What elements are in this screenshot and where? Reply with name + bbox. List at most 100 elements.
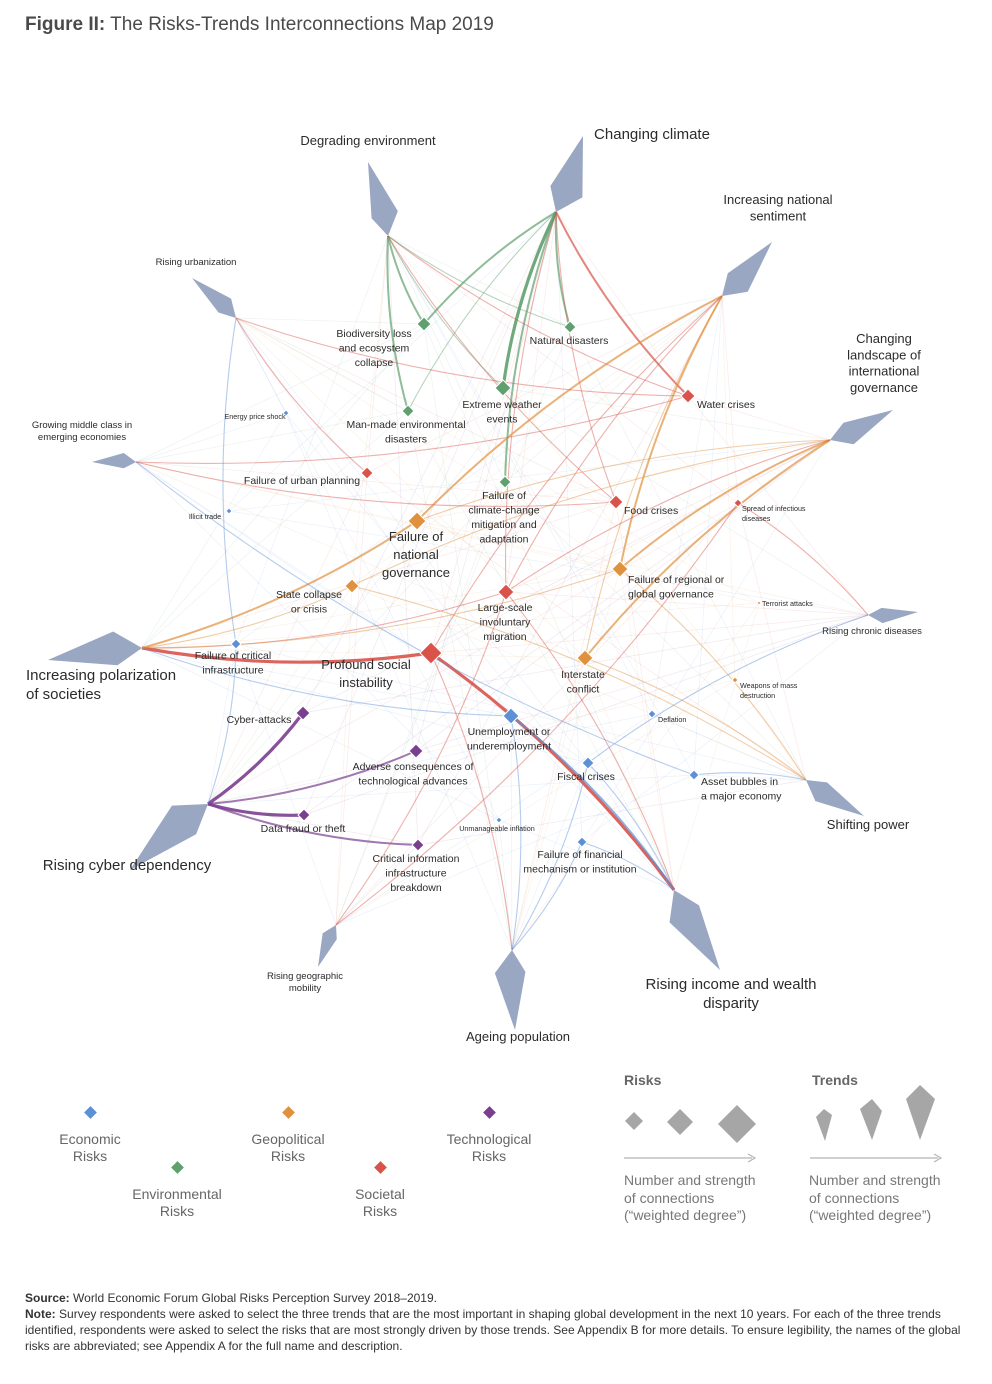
risk-label-biodiversity: Biodiversity loss	[336, 328, 411, 340]
faint-connection-line	[430, 614, 869, 654]
connection-line-climate-extreme	[501, 211, 558, 389]
connection-line-governance-natgov	[416, 439, 831, 522]
connection-lines	[135, 211, 869, 951]
trend-shape-income	[669, 890, 720, 970]
faint-connection-line	[416, 520, 869, 616]
faint-connection-line	[366, 235, 389, 474]
faint-connection-line	[511, 762, 589, 951]
legend-label-economic: Risks	[72, 1148, 108, 1164]
connection-line-climate-migration	[504, 211, 557, 593]
faint-connection-line	[335, 585, 353, 926]
connection-line-polarization-instability	[141, 646, 432, 664]
faint-connection-line	[235, 235, 389, 645]
risk-label-climatefail: mitigation and	[471, 519, 537, 531]
risk-label-infrastructure: infrastructure	[202, 664, 263, 676]
faint-connection-line	[141, 568, 621, 649]
risk-node-regional	[611, 560, 629, 578]
risk-node-cyberattacks	[295, 705, 311, 721]
trend-label-middle: Growing middle class in	[32, 420, 132, 431]
faint-connection-line	[135, 461, 617, 503]
faint-connection-line	[581, 439, 831, 843]
faint-connection-line	[141, 647, 586, 659]
risk-label-climatefail: adaptation	[479, 533, 528, 545]
source-text: World Economic Forum Global Risks Percep…	[73, 1291, 437, 1305]
risk-label-urbanplan: Failure of urban planning	[244, 475, 360, 487]
risk-node-interstate	[576, 649, 594, 667]
trend-label-mobility: Rising geographic	[267, 971, 343, 982]
faint-connection-line	[504, 295, 723, 483]
trend-shape-chronic	[868, 607, 918, 624]
risk-label-assetbubble: a major economy	[701, 790, 782, 802]
connection-line-governance-interstate	[584, 439, 831, 659]
connection-line-environment-food	[387, 235, 617, 503]
faint-connection-line	[693, 295, 723, 776]
connection-line-income-instability	[430, 651, 676, 891]
trend-label-ageing: Ageing population	[466, 1029, 570, 1044]
trend-label-governance: landscape of	[847, 347, 921, 362]
figure-title-text: The Risks-Trends Interconnections Map 20…	[110, 14, 494, 35]
faint-connection-line	[228, 211, 557, 512]
faint-connection-line	[581, 614, 869, 843]
faint-connection-line	[235, 317, 760, 604]
faint-connection-line	[569, 295, 723, 328]
connection-line-income-fiscal	[587, 762, 675, 891]
faint-connection-line	[502, 387, 869, 616]
trend-label-mobility: mobility	[289, 983, 321, 994]
faint-connection-line	[498, 819, 675, 891]
faint-connection-line	[430, 439, 831, 654]
size-scale-legend	[624, 1085, 943, 1163]
risks-legend-title: Risks	[624, 1072, 662, 1088]
faint-connection-line	[387, 235, 506, 483]
faint-connection-line	[207, 774, 695, 805]
connection-line-climate-biodiversity	[423, 211, 557, 325]
faint-connection-line	[207, 585, 353, 805]
faint-connection-line	[498, 819, 513, 951]
risk-label-biodiversity: and ecosystem	[339, 342, 410, 354]
risk-shapes	[225, 316, 762, 852]
legend-label-geopolitical: Risks	[270, 1148, 306, 1164]
risk-node-energy	[282, 409, 290, 417]
connection-line-national-regional	[619, 295, 723, 570]
connection-line-environment-natural	[387, 235, 571, 328]
risk-node-financial	[576, 836, 588, 848]
risk-label-infrastructure: Failure of critical	[195, 650, 271, 662]
trend-label-shifting: Shifting power	[827, 817, 910, 832]
connection-line-urbanization-infrastructure	[222, 317, 237, 645]
connection-line-polarization-unemployment	[141, 647, 512, 717]
faint-connection-line	[207, 502, 739, 805]
risk-label-wmd: Weapons of mass	[740, 681, 798, 690]
risk-label-financial: Failure of financial	[537, 849, 622, 861]
connection-line-mobility-infectious	[335, 502, 739, 926]
risk-node-manmade	[401, 404, 415, 418]
connection-line-governance-regional	[619, 439, 831, 570]
faint-connection-line	[228, 439, 831, 512]
trends-legend-title: Trends	[812, 1072, 858, 1088]
risk-node-infrastructure	[230, 638, 242, 650]
faint-connection-line	[511, 602, 760, 951]
trend-label-environment: Degrading environment	[300, 133, 436, 148]
legend-label-environmental: Risks	[159, 1203, 195, 1219]
connection-line-middle-water	[135, 395, 689, 464]
trends-scale-arrowhead	[933, 1153, 943, 1163]
faint-connection-line	[135, 461, 621, 570]
faint-connection-line	[555, 211, 689, 397]
connection-line-income-financial	[581, 841, 675, 891]
connection-line-governance-migration	[505, 439, 831, 593]
connection-line-income-unemployment	[510, 715, 675, 891]
trend-shape-shifting	[806, 780, 864, 816]
risk-node-techadverse	[408, 743, 424, 759]
risk-label-natgov: Failure of	[389, 529, 444, 544]
faint-connection-line	[387, 235, 739, 504]
risk-label-deflation: Deflation	[658, 715, 686, 724]
faint-connection-line	[303, 614, 869, 816]
connection-line-polarization-statecollapse	[141, 585, 353, 649]
faint-connection-line	[366, 472, 807, 781]
risk-label-regional: Failure of regional or	[628, 574, 725, 586]
trend-shape-governance	[830, 410, 893, 445]
risk-label-critinfo: Critical information	[373, 853, 460, 865]
legend-diamond-societal	[373, 1161, 387, 1174]
risk-label-climatefail: climate-change	[468, 504, 539, 516]
